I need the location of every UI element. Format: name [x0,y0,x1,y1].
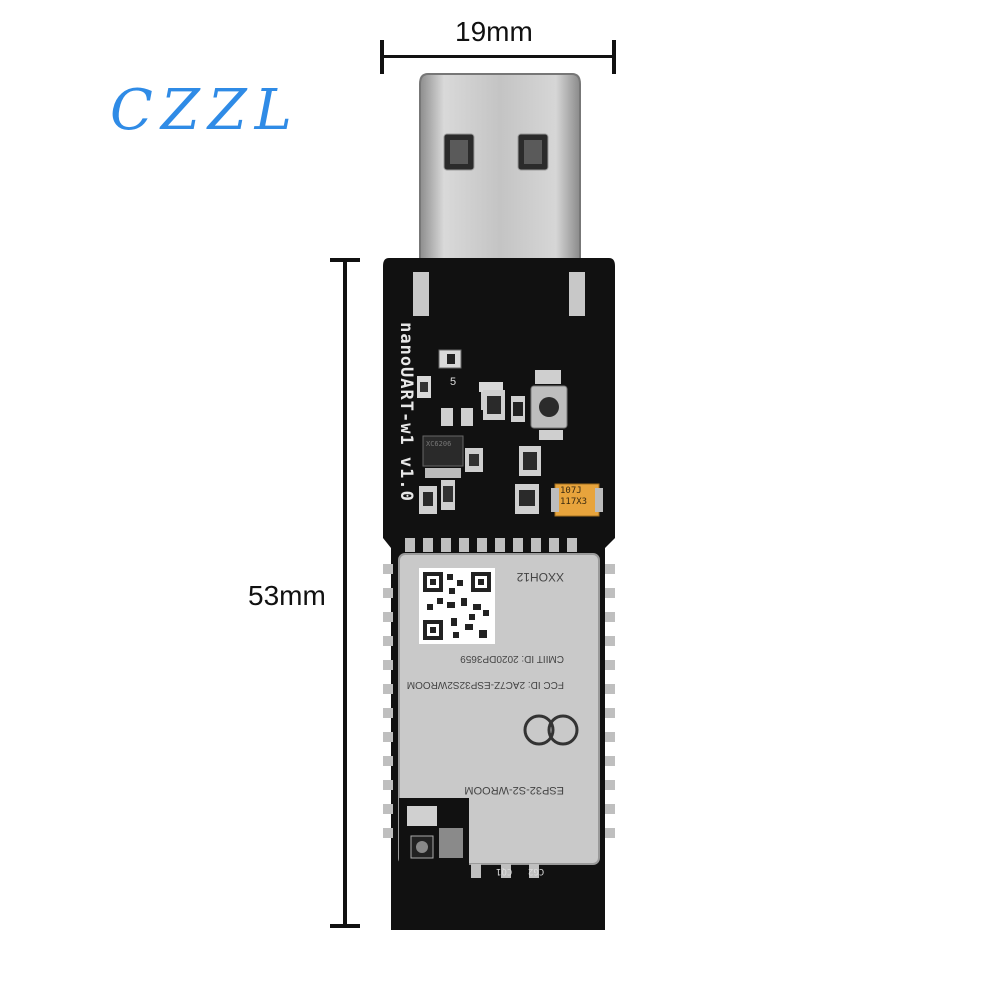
width-dimension [380,40,616,74]
height-dimension-tick-bottom [330,924,360,928]
tantalum-capacitor: 107J 117X3 [560,486,600,508]
capacitor-marking-1: 107J [560,486,582,496]
height-dimension-line [343,258,347,928]
module-cmiit-id: CMIIT ID: 2020DP3659 [460,653,564,664]
height-dimension-tick-top [330,258,360,262]
width-dimension-tick-left [380,40,384,74]
pcb-board [383,258,615,930]
module-label-group: ESP32-S2-WROOM CE FCC ID: 2AC7Z-ESP32S2W… [400,560,600,810]
width-dimension-tick-right [612,40,616,74]
height-label: 53mm [248,580,326,611]
bottom-label-1: CQ1 [496,866,513,876]
board-silkscreen: nanoUART-w1 v1.0 [396,322,416,502]
module-ce-mark: CE [561,745,562,746]
width-label: 19mm [455,16,533,47]
module-brand: XXOH12 [516,570,564,584]
height-dimension [330,258,360,928]
capacitor-marking-2: 117X3 [560,497,588,507]
bottom-label-2: CG2 [528,866,545,876]
width-dimension-line [380,55,616,58]
module-fcc-id: FCC ID: 2AC7Z-ESP32S2WROOM [406,679,564,690]
ldo-ic-marking: XC6206 [426,440,452,448]
led-marking: 5 [450,376,457,388]
brand-logo: CZZL [110,78,300,143]
module-model: ESP32-S2-WROOM [464,784,564,796]
